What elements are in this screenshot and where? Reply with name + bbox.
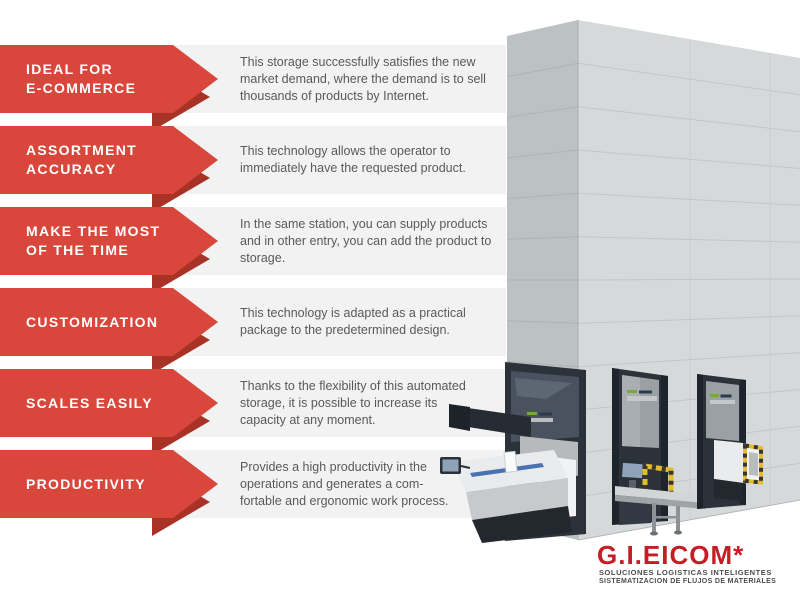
arrow-shape — [0, 207, 218, 275]
conveyor-foot — [650, 531, 658, 536]
brand-chip-dark — [639, 390, 652, 394]
feature-row-scales-easily: SCALES EASILY Thanks to the flexibility … — [0, 369, 506, 455]
brand-chip-green — [627, 390, 637, 393]
feature-arrow-banner — [0, 207, 218, 293]
feature-row-make-the-most: MAKE THE MOST OF THE TIME In the same st… — [0, 207, 506, 293]
feature-description: This storage successfully satisfies the … — [240, 54, 486, 103]
feature-description: Provides a high productivity in the oper… — [240, 459, 449, 508]
feature-label-line2: ACCURACY — [26, 161, 117, 177]
console-right-body — [536, 455, 576, 520]
tower-front-panel-lines — [577, 40, 800, 519]
tower-bottom-edge — [577, 499, 800, 541]
tray-box-right-face — [743, 443, 763, 485]
workstation-right — [697, 374, 763, 509]
tower-side-panel-lines — [506, 62, 579, 498]
brand-chip-stripe — [627, 396, 657, 401]
feature-label-line2: E-COMMERCE — [26, 80, 137, 96]
door-pillar — [697, 374, 703, 509]
brand-logo: G.I.EICOM* SOLUCIONES LOGISTICAS INTELIG… — [597, 540, 777, 586]
feature-label-line1: SCALES EASILY — [26, 394, 153, 411]
feature-arrow-banner — [0, 369, 218, 455]
brand-tagline-1: SOLUCIONES LOGISTICAS INTELIGENTES — [599, 568, 772, 577]
arrow-shape — [0, 288, 218, 356]
brand-chip-dark — [539, 412, 552, 416]
conveyor-under-shadow — [619, 495, 651, 525]
arrow-shape — [0, 45, 218, 113]
feature-arrow-banner — [0, 126, 218, 212]
feature-label: MAKE THE MOST OF THE TIME — [26, 207, 160, 275]
brand-wordmark: G.I.EICOM* — [597, 540, 745, 570]
feature-arrow-banner — [0, 45, 218, 131]
door-pillar — [740, 379, 746, 505]
brand-chip-dark — [720, 394, 732, 398]
hazard-frame-tray-stripes — [743, 443, 763, 485]
arrow-shape — [0, 369, 218, 437]
feature-label: PRODUCTIVITY — [26, 450, 146, 518]
brand-chip-green — [527, 412, 537, 415]
tray-under-step — [714, 479, 743, 501]
brand-chip-green — [710, 394, 719, 397]
tower-side-face — [507, 20, 578, 540]
feature-arrow-banner — [0, 450, 218, 536]
arrow-shape — [0, 450, 218, 518]
arrow-shape — [0, 126, 218, 194]
feature-label-line1: ASSORTMENT — [26, 142, 137, 158]
conveyor-deck — [615, 486, 705, 503]
feature-label-line1: CUSTOMIZATION — [26, 313, 159, 330]
brand-chip-stripe — [710, 400, 735, 404]
feature-description: In the same station, you can supply prod… — [240, 216, 492, 265]
tray-box-left-face — [714, 440, 743, 483]
feature-row-productivity: PRODUCTIVITY Provides a high productivit… — [0, 450, 506, 536]
feature-row-customization: CUSTOMIZATION This technology is adapted… — [0, 288, 506, 374]
conveyor-leg — [676, 506, 680, 532]
touchscreen-screen — [621, 462, 643, 479]
door-opening-right — [697, 374, 746, 509]
feature-label: ASSORTMENT ACCURACY — [26, 126, 137, 194]
feature-label-line2: OF THE TIME — [26, 242, 129, 258]
feature-row-ideal-for-ecommerce: IDEAL FOR E-COMMERCE This storage succes… — [0, 45, 506, 131]
workstation-middle — [612, 368, 705, 536]
feature-label-line1: MAKE THE MOST — [26, 223, 161, 239]
conveyor-deck-edge — [615, 495, 705, 509]
conveyor-foot — [674, 530, 682, 535]
hazard-frame-arch — [642, 463, 674, 501]
tray-opening — [749, 452, 758, 476]
touchscreen-frame — [618, 459, 647, 482]
tower-front-face — [578, 20, 800, 540]
feature-label: CUSTOMIZATION — [26, 288, 158, 356]
glass-reflection — [515, 378, 572, 399]
hazard-frame-tray — [743, 443, 763, 485]
door-opening-left — [505, 362, 586, 541]
door-inner-panel — [706, 381, 739, 441]
feature-arrow-banner — [0, 288, 218, 374]
door-pillar — [661, 375, 668, 521]
brand-tagline-2: SISTEMATIZACION DE FLUJOS DE MATERIALES — [599, 578, 777, 585]
feature-label: SCALES EASILY — [26, 369, 153, 437]
console-back-panel — [520, 436, 578, 476]
hazard-frame-stripes — [642, 463, 674, 501]
conveyor-leg — [652, 503, 656, 532]
door-inner-panel — [622, 375, 659, 448]
feature-description: Thanks to the flexibility of this automa… — [240, 378, 466, 427]
touchscreen-stand — [629, 480, 636, 489]
feature-label: IDEAL FOR E-COMMERCE — [26, 45, 136, 113]
conveyor-crossbar — [652, 516, 680, 519]
touchscreen-terminal — [618, 459, 647, 482]
feature-label-line1: PRODUCTIVITY — [26, 475, 146, 492]
feature-row-assortment-accuracy: ASSORTMENT ACCURACY This technology allo… — [0, 126, 506, 212]
door-pillar — [612, 368, 619, 525]
door-inner-panel-shine — [622, 375, 640, 447]
door-glass-panel — [511, 371, 579, 442]
door-opening-middle — [612, 368, 668, 525]
feature-description: This technology is adapted as a practica… — [240, 306, 466, 337]
brand-chip-stripe — [527, 418, 553, 422]
feature-description: This technology allows the operator to i… — [240, 144, 466, 175]
feature-label-line1: IDEAL FOR — [26, 61, 113, 77]
